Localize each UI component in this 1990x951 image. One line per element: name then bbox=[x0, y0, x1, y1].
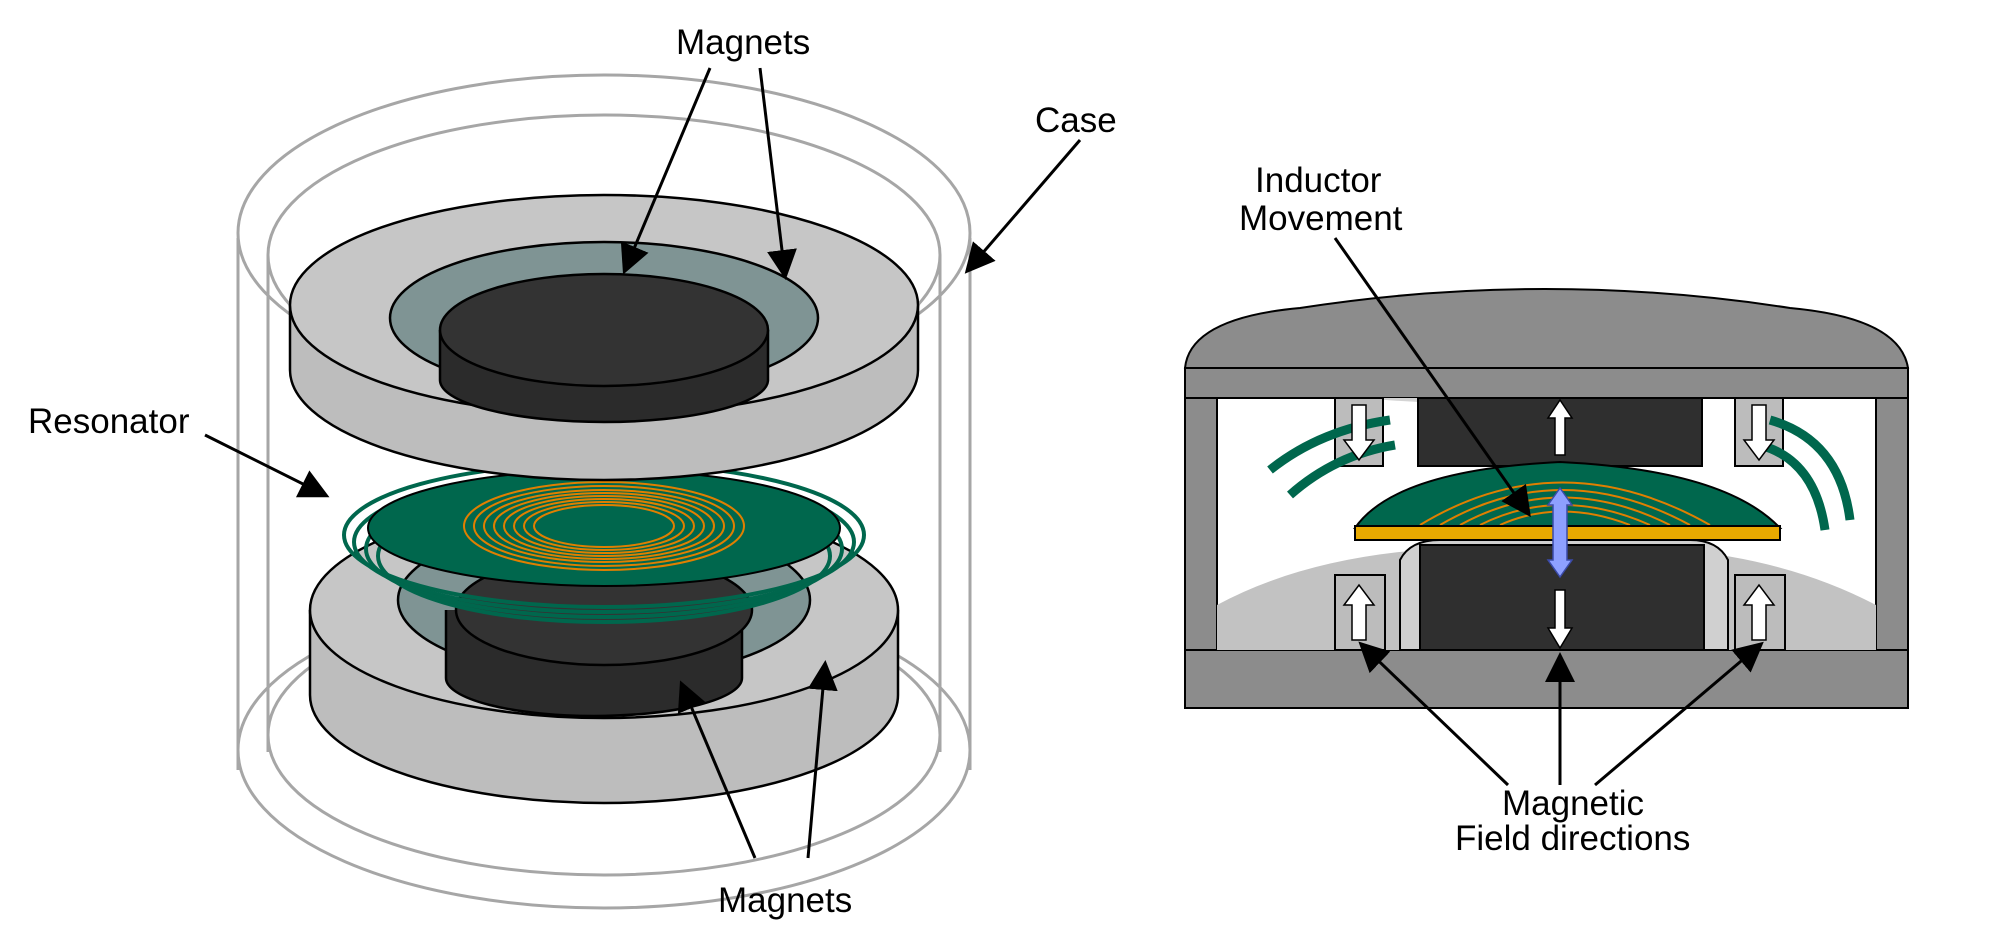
inductor-label-line1: Inductor bbox=[1255, 161, 1382, 200]
magnets-top-label: Magnets bbox=[676, 23, 810, 62]
inductor-movement-arrow bbox=[1546, 486, 1574, 579]
field-direction-arrows bbox=[1342, 398, 1776, 650]
case-label: Case bbox=[1035, 101, 1117, 140]
coil-spiral bbox=[463, 481, 745, 571]
field-label-line1: Magnetic bbox=[1502, 784, 1644, 823]
top-magnet-assembly bbox=[288, 193, 920, 482]
right-callout-arrows bbox=[1333, 237, 1764, 787]
magnets-bottom-label: Magnets bbox=[718, 881, 852, 920]
right-figure: Inductor Movement Magnetic Field directi… bbox=[1183, 161, 1910, 858]
resonator-section bbox=[1353, 460, 1783, 541]
inductor-label-line2: Movement bbox=[1239, 199, 1403, 238]
coil-section bbox=[1419, 481, 1711, 526]
resonator-label: Resonator bbox=[28, 402, 190, 441]
field-label-line2: Field directions bbox=[1455, 819, 1690, 858]
field-lines bbox=[1267, 415, 1855, 531]
left-figure: Magnets Case Resonator Magnets bbox=[28, 23, 1117, 920]
left-callout-arrows bbox=[204, 67, 1082, 859]
